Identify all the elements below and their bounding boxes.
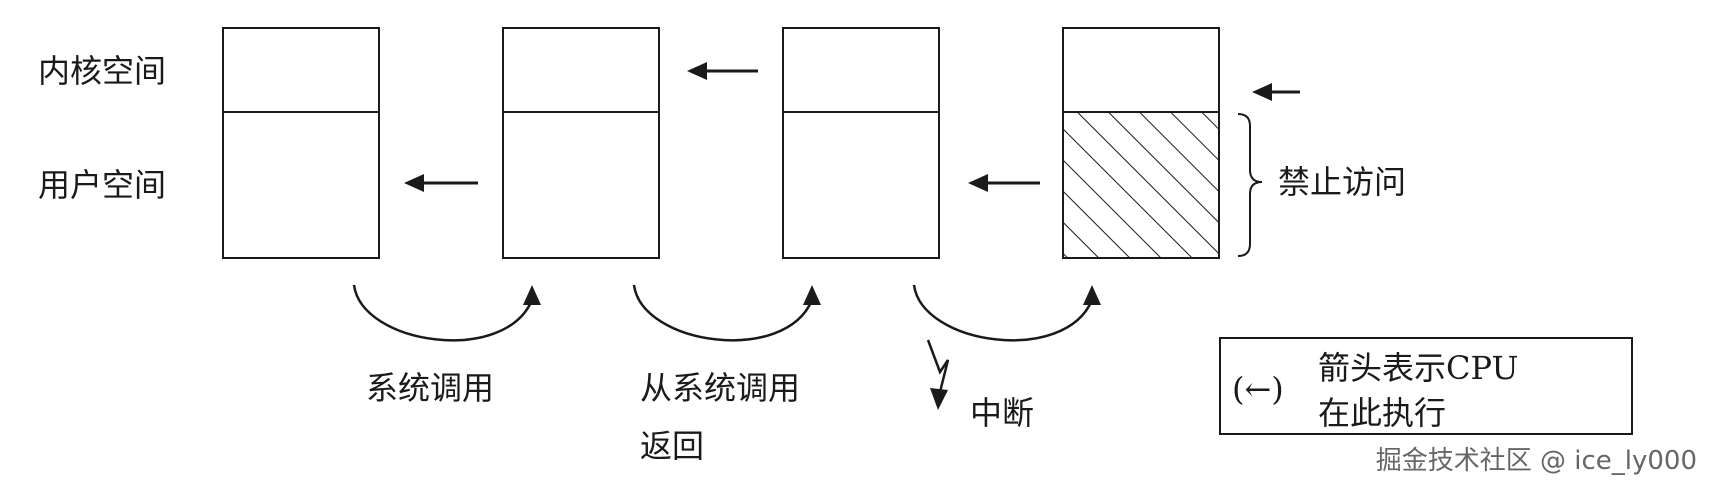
memory-box-4 [1062,27,1220,259]
user-space-label: 用户空间 [38,166,166,204]
left-arrow-icon [687,62,758,80]
lightning-arrow-icon [926,339,950,410]
legend-box: (←) 箭头表示CPU 在此执行 [1219,337,1633,435]
left-arrow-icon [404,174,478,192]
legend-symbol: (←) [1232,370,1284,408]
syscall-label: 系统调用 [366,369,494,407]
left-arrow-icon [968,174,1040,192]
brace-icon [1237,113,1263,257]
memory-box-1 [222,27,380,259]
memory-box-3 [782,27,940,259]
curved-arrow-icon [352,284,541,342]
forbidden-access-label: 禁止访问 [1278,163,1406,201]
curved-arrow-icon [912,284,1101,342]
syscall-return-label-line1: 从系统调用 [640,369,800,407]
legend-line1: 箭头表示CPU [1318,349,1518,387]
interrupt-label: 中断 [970,394,1034,432]
legend-line2: 在此执行 [1318,394,1446,432]
kernel-space-label: 内核空间 [38,52,166,90]
memory-box-2 [502,27,660,259]
watermark: 掘金技术社区 @ ice_ly000 [1376,446,1697,476]
left-arrow-icon [1252,83,1300,101]
syscall-return-label-line2: 返回 [640,427,704,465]
curved-arrow-icon [632,284,821,342]
